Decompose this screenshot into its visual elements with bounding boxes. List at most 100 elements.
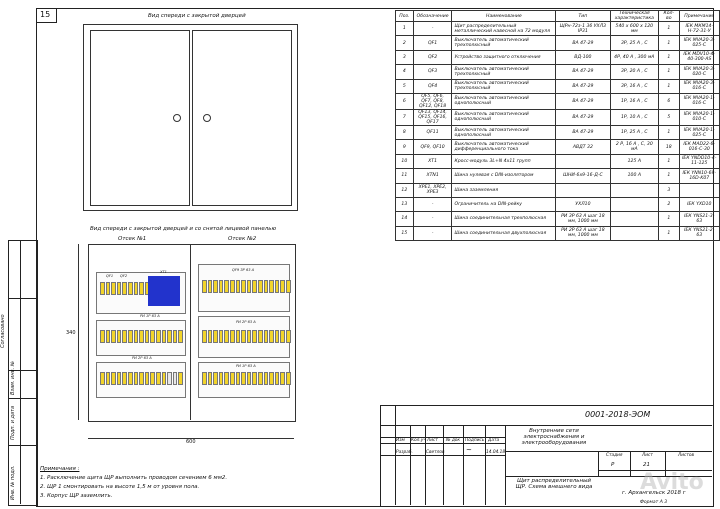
signature: ~ <box>466 446 472 454</box>
table-cell: Кросс-модуль 3L+N 4х11 групп <box>451 153 557 170</box>
table-cell: - <box>412 20 453 37</box>
dim-width-line <box>88 438 294 439</box>
table-cell: Выключатель автоматический дифференциаль… <box>451 139 557 155</box>
table-cell: - <box>412 225 453 242</box>
sheet-title: Щит распределительный ЩР. Схема внешнего… <box>515 478 593 490</box>
table-cell: QF3 <box>412 64 453 80</box>
table-cell: ІЕК MVA20-1-025-С <box>678 124 720 141</box>
table-cell: 1 <box>658 225 680 242</box>
table-cell: Щит распределительный металлический наве… <box>451 20 557 37</box>
label-bus-3a: РИ 2Р 63 А <box>132 356 152 360</box>
table-cell: ІЕК MVA20-3-020-С <box>678 64 720 80</box>
table-cell: ШНИ-6х9-16-Д-С <box>555 168 611 184</box>
table-cell: Устройство защитного отключения <box>451 49 557 66</box>
table-cell: ХРЕ1, ХРЕ2, ХРЕ3 <box>412 182 453 198</box>
table-cell: ІЕК YXD10 <box>678 196 720 213</box>
modules-1a <box>100 282 150 295</box>
modules-3b <box>202 372 291 385</box>
table-cell: ХТN1 <box>412 168 453 184</box>
dim-height-line <box>78 244 79 420</box>
col-data: Дата <box>488 438 500 443</box>
role-developer: Разраб. <box>396 450 413 455</box>
table-cell: ІЕК MVA20-3-025-С <box>678 35 720 51</box>
stage-label: Стадия <box>606 453 623 458</box>
notes-title: Примечания : <box>40 466 80 472</box>
table-cell: 4Р, 40 А , 300 мА <box>609 49 660 66</box>
label-bus-2a: РИ 1Р 63 А <box>140 314 160 318</box>
table-cell: ІЕК YNN10-69-16D-K07 <box>678 168 720 184</box>
format-label: Формат А 3 <box>640 500 668 505</box>
table-cell: 18 <box>658 139 680 155</box>
table-cell: Выключатель автоматический трехполюсный <box>451 35 557 51</box>
table-cell: 1 <box>658 49 680 66</box>
modules-2b <box>202 330 291 343</box>
title-block <box>380 405 714 507</box>
table-cell: 15 <box>395 225 414 242</box>
col-koluch: Кол.уч <box>411 438 426 443</box>
table-cell: ВА 47-29 <box>555 92 611 110</box>
drawing-frame <box>36 8 714 507</box>
table-cell: Выключатель автоматический трехполюсный <box>451 64 557 80</box>
modules-3a <box>100 372 183 385</box>
table-cell: 11 <box>395 168 414 184</box>
table-cell: 3Р, 20 А , С <box>609 64 660 80</box>
table-cell: АВДТ 32 <box>555 139 611 155</box>
side-stamp <box>8 240 38 506</box>
table-cell: 3Р, 25 А , С <box>609 35 660 51</box>
table-cell: 125 А <box>609 153 660 170</box>
table-cell: 2 Р, 16 А , С, 30 мА <box>609 139 660 155</box>
table-cell: ВА 47-29 <box>555 108 611 126</box>
lock-left <box>173 114 181 122</box>
table-cell <box>609 211 660 227</box>
table-cell: 5 <box>658 108 680 126</box>
table-cell: 9 <box>395 139 414 155</box>
table-cell: ІЕК YNS21-2-63 <box>678 225 720 242</box>
table-header-row: Поз. Обозначение Наименование Тип Технич… <box>395 10 720 22</box>
table-cell: 7 <box>395 108 414 126</box>
author-name: Светлов <box>426 450 445 455</box>
col-podpis: Подпись <box>465 438 485 443</box>
stamp-replace-inv: Взам. инв. № <box>10 361 16 395</box>
table-cell: 6 <box>658 92 680 110</box>
table-cell: 3 <box>395 49 414 66</box>
table-cell: ВД-100 <box>555 49 611 66</box>
col-list: Лист <box>427 438 438 443</box>
table-cell: 5 <box>395 78 414 94</box>
table-cell: 1 <box>658 168 680 184</box>
stage-value: Р <box>611 462 615 468</box>
stamp-agreed: Согласовано <box>0 314 6 348</box>
table-cell: 540 х 600 х 120 мм <box>609 20 660 37</box>
table-cell: Ограничитель на DIN-рейку <box>451 196 557 213</box>
table-cell: ВА 47-29 <box>555 78 611 94</box>
note-3: 3. Корпус ЩР заземлить. <box>40 493 113 499</box>
sheet-value: 21 <box>643 462 650 468</box>
cabinet-inner <box>88 244 296 422</box>
table-cell: 1Р, 16 А , С <box>609 92 660 110</box>
table-cell: УХЛ10 <box>555 196 611 213</box>
watermark: Avito <box>640 470 704 495</box>
lock-right <box>203 114 211 122</box>
table-cell: QF11 <box>412 124 453 141</box>
table-cell: Шина нулевая с DIN-изолятором <box>451 168 557 184</box>
table-cell: РИ 3Р 63 А шаг 18 мм, 1000 мм <box>555 211 611 227</box>
col-ndok: № док <box>446 438 461 443</box>
sheet-label: Лист <box>642 453 653 458</box>
modules-2a <box>100 330 183 343</box>
table-cell: 1 <box>658 124 680 141</box>
table-cell: 3 <box>658 182 680 198</box>
inner-view-title: Вид спереди с закрытой дверцей и со снят… <box>90 226 277 232</box>
table-cell: - <box>412 211 453 227</box>
table-cell: ІЕК МКМ14-Н-72-31-У <box>678 20 720 37</box>
col-izm: Изм <box>396 438 405 443</box>
sheet-number: 15 <box>40 10 51 19</box>
table-cell: ІЕК MVA20-1-016-С <box>678 92 720 110</box>
compartment2-label: Отсек №2 <box>228 236 257 242</box>
table-cell: ХТ1 <box>412 153 453 170</box>
